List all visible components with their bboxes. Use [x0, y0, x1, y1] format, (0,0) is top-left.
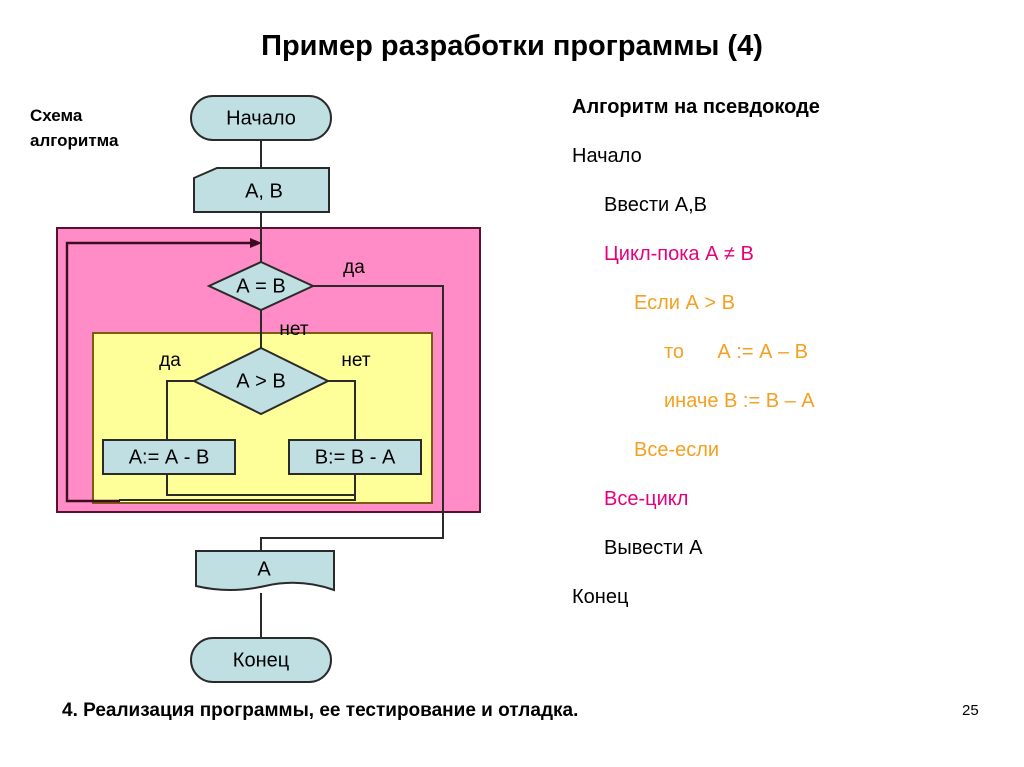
- flow-node-output[interactable]: [195, 550, 335, 592]
- flow-node-process-a-label: А:= А - В: [129, 446, 210, 468]
- flow-node-process-b[interactable]: [288, 439, 422, 475]
- flow-node-decision-equal-label: А = В: [236, 275, 285, 297]
- connector-no-to-process-b: [328, 380, 356, 440]
- flow-node-decision-greater[interactable]: [191, 346, 331, 416]
- pseudocode-line: Ввести А,В: [604, 194, 707, 216]
- algorithm-flowchart: Начало А, В А = В да нет А > В да нет А:…: [56, 95, 481, 683]
- flow-node-input-label: А, В: [245, 180, 283, 202]
- connector-process-a-to-merge: [166, 474, 355, 496]
- pseudocode-line: Конец: [572, 586, 629, 608]
- branch-label-greater-yes: да: [159, 350, 181, 371]
- flow-node-output-label: А: [257, 558, 271, 580]
- flow-node-end-label: Конец: [233, 649, 289, 671]
- page-number: 25: [962, 702, 979, 719]
- scheme-caption-line2: алгоритма: [30, 130, 119, 150]
- flow-node-end[interactable]: [190, 637, 332, 683]
- branch-label-greater-no: нет: [341, 350, 370, 371]
- flow-node-start-label: Начало: [226, 107, 296, 129]
- pseudocode-line: Все-цикл: [604, 488, 689, 510]
- pseudocode-heading: Алгоритм на псевдокоде: [572, 96, 820, 118]
- pseudocode-line: иначе В := В – А: [664, 390, 815, 412]
- flow-node-decision-greater-label: А > В: [236, 370, 285, 392]
- scheme-caption-line1: Схема: [30, 106, 83, 125]
- connector-yes-to-process-a: [166, 380, 194, 440]
- flow-node-decision-equal[interactable]: [206, 260, 316, 312]
- pseudocode-line: Вывести А: [604, 537, 703, 559]
- flow-node-process-b-label: В:= В - А: [315, 446, 396, 468]
- footer-note: 4. Реализация программы, ее тестирование…: [62, 700, 579, 721]
- pseudocode-line: Цикл-пока А ≠ В: [604, 243, 754, 265]
- pseudocode-line: Все-если: [634, 439, 720, 461]
- branch-label-equal-no: нет: [279, 319, 308, 340]
- pseudocode-line: Если А > В: [634, 292, 735, 314]
- loopback-arrowhead: [250, 238, 262, 248]
- connector-loopback-arrow: [65, 241, 254, 503]
- branch-label-equal-yes: да: [343, 257, 365, 278]
- flow-node-input[interactable]: [193, 167, 330, 213]
- flow-node-process-a[interactable]: [102, 439, 236, 475]
- pseudocode-line: Начало: [572, 145, 642, 167]
- flow-node-start[interactable]: [190, 95, 332, 141]
- scheme-caption: Схема алгоритма: [30, 104, 180, 153]
- connector-yes-exit-to-output: [260, 285, 444, 551]
- pseudocode-line: то А := А – В: [664, 341, 809, 363]
- page-title: Пример разработки программы (4): [261, 30, 763, 62]
